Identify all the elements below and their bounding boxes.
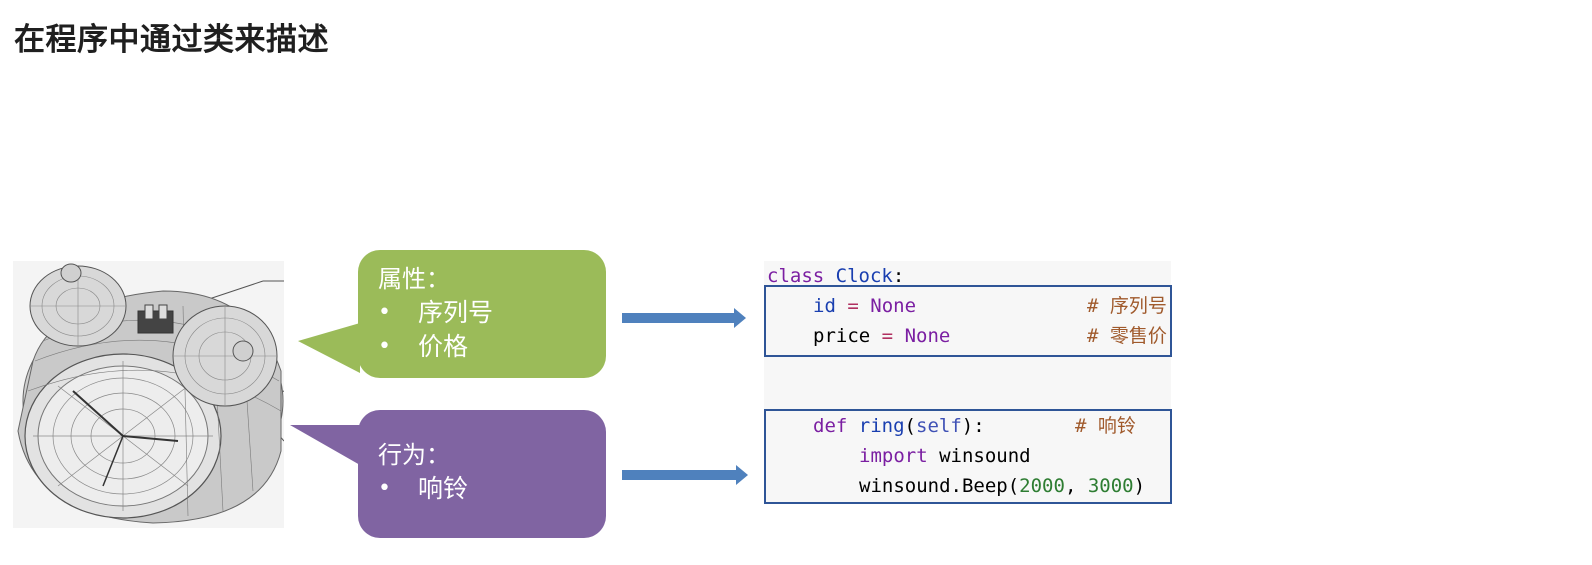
behavior-ring: 响铃 — [418, 474, 469, 503]
code-keyword: import — [859, 445, 928, 467]
behavior-list: • 响铃 — [378, 472, 586, 506]
code-paren: ): — [961, 415, 985, 437]
bullet-icon: • — [378, 300, 391, 325]
code-function-name: ring — [858, 415, 905, 437]
attributes-list: • 序列号 • 价格 — [378, 296, 586, 364]
code-attr-name: id — [813, 295, 836, 317]
list-item: • 响铃 — [378, 472, 586, 506]
attribute-serial-number: 序列号 — [418, 298, 494, 327]
attribute-price: 价格 — [418, 332, 469, 361]
code-paren: ( — [904, 415, 916, 437]
code-self: self — [916, 415, 962, 437]
code-keyword: class — [767, 265, 825, 287]
code-number: 3000 — [1087, 475, 1134, 497]
behavior-bubble-body: 行为： • 响铃 — [358, 410, 606, 538]
code-line-id: id = None — [813, 291, 916, 321]
code-paren: ( — [1007, 475, 1020, 497]
alarm-clock-image — [13, 261, 284, 528]
code-number: 2000 — [1019, 475, 1065, 497]
code-paren: ) — [1133, 475, 1146, 497]
code-colon: : — [892, 265, 905, 287]
callout-tail — [290, 425, 360, 465]
methods-highlight-box — [764, 409, 1172, 504]
code-operator: = — [881, 325, 894, 347]
attributes-heading: 属性： — [378, 265, 450, 293]
bullet-icon: • — [378, 334, 391, 359]
code-line-price: price = None — [813, 321, 950, 351]
code-value: None — [870, 295, 917, 317]
code-comment: # 零售价 — [1087, 325, 1167, 347]
attributes-highlight-box — [764, 285, 1172, 357]
code-block: class Clock: id = None # 序列号 price = Non… — [764, 261, 1171, 503]
code-line-beep: winsound.Beep(2000, 3000) — [859, 471, 1145, 501]
attributes-bubble-body: 属性： • 序列号 • 价格 — [358, 250, 606, 378]
behavior-heading: 行为： — [378, 441, 450, 469]
code-comment: # 序列号 — [1087, 295, 1167, 317]
arrow-right-icon — [622, 465, 748, 485]
list-item: • 价格 — [378, 330, 586, 364]
code-separator: , — [1064, 475, 1088, 497]
list-item: • 序列号 — [378, 296, 586, 330]
code-line-class: class Clock: — [767, 261, 904, 291]
code-keyword: def — [813, 415, 848, 437]
bullet-icon: • — [378, 476, 391, 501]
code-module: winsound — [939, 445, 1031, 467]
code-value: None — [904, 325, 951, 347]
code-line-def: def ring(self): — [813, 411, 985, 441]
code-line-import: import winsound — [859, 441, 1031, 471]
code-attr-name: price — [813, 325, 871, 347]
code-operator: = — [847, 295, 859, 317]
arrow-right-icon — [622, 308, 746, 328]
code-call: winsound.Beep — [859, 475, 1008, 497]
page-title: 在程序中通过类来描述 — [14, 22, 329, 58]
code-comment: # 响铃 — [1075, 415, 1136, 437]
callout-tail — [298, 323, 360, 373]
code-class-name: Clock — [835, 265, 893, 287]
